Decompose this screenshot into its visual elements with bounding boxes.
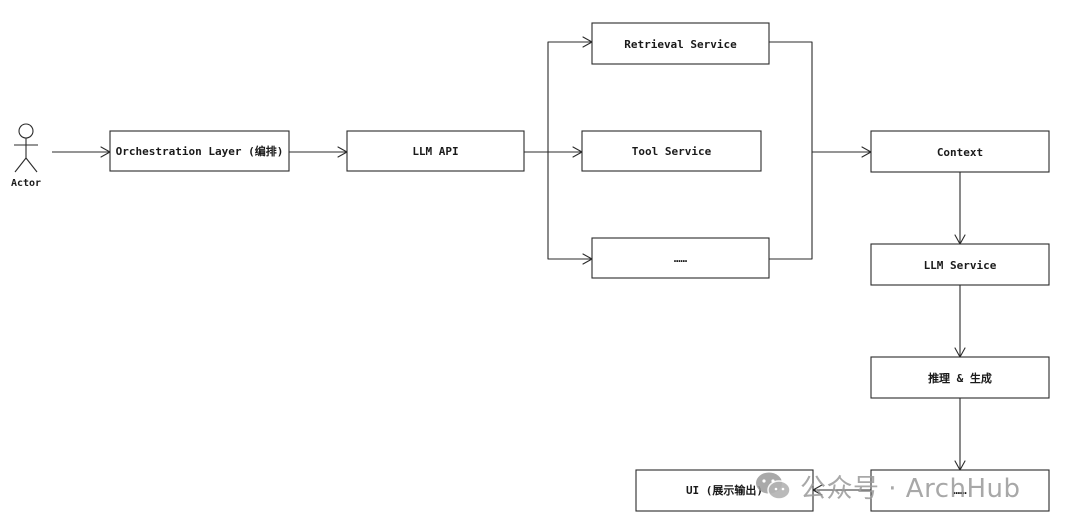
actor-label: Actor (11, 178, 41, 189)
node-ui-output: UI (展示输出) (635, 469, 814, 512)
watermark: 公众号 · ArchHub (754, 466, 1021, 506)
watermark-text: 公众号 · ArchHub (800, 473, 1021, 504)
tool-label: Tool Service (632, 145, 712, 158)
edges (52, 36, 966, 496)
node-more-steps: …… (870, 469, 1050, 512)
more-steps-label: …… (953, 484, 967, 497)
ui-label: UI (展示输出) (686, 483, 763, 497)
edge-more-merge (769, 152, 813, 260)
edge-fanout-retrieval (547, 41, 592, 152)
reasoning-label: 推理 & 生成 (928, 371, 992, 385)
node-tool-service: Tool Service (581, 130, 762, 172)
node-retrieval-service: Retrieval Service (591, 22, 770, 65)
actor-figure (14, 123, 38, 173)
node-reasoning-generation: 推理 & 生成 (870, 356, 1050, 399)
more-services-label: …… (674, 252, 688, 265)
node-more-services: …… (591, 237, 770, 279)
wechat-icon (756, 472, 791, 500)
llm-service-label: LLM Service (924, 259, 997, 272)
node-llm-service: LLM Service (870, 243, 1050, 286)
context-label: Context (937, 146, 983, 159)
retrieval-label: Retrieval Service (624, 38, 737, 51)
edge-retrieval-merge (769, 41, 813, 152)
llm-api-label: LLM API (412, 145, 458, 158)
orchestration-label: Orchestration Layer (编排) (116, 144, 284, 158)
edge-fanout-more (547, 152, 592, 260)
node-orchestration-layer: Orchestration Layer (编排) (109, 130, 290, 172)
node-llm-api: LLM API (346, 130, 525, 172)
node-context: Context (870, 130, 1050, 173)
